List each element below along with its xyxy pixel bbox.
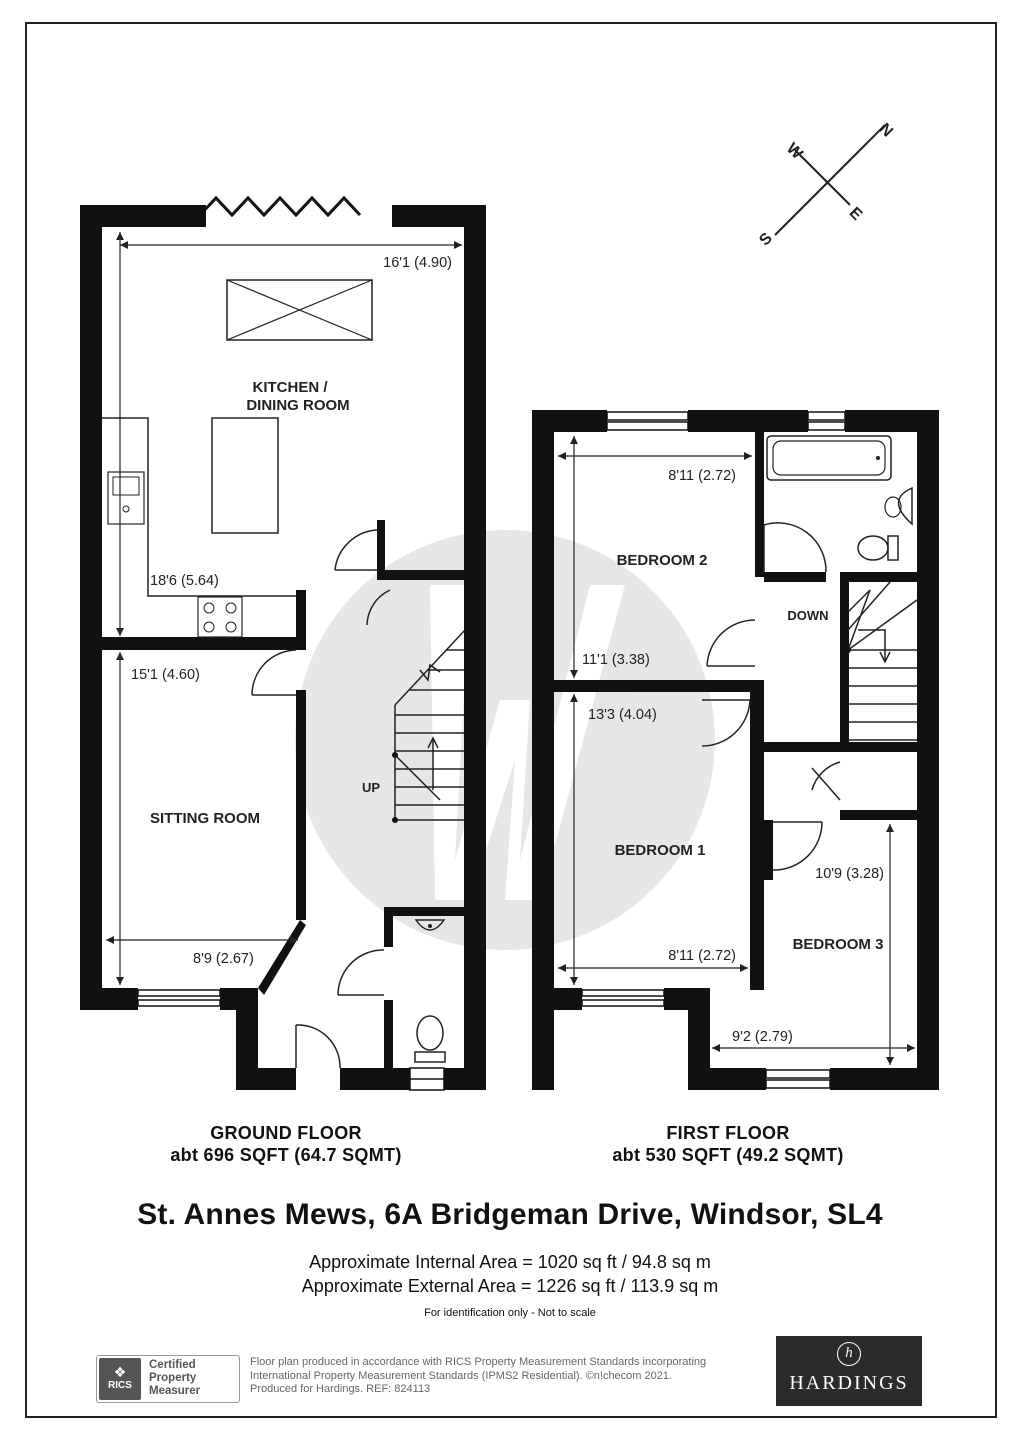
first-floor-walls (532, 410, 939, 1090)
first-floor-title: FIRST FLOOR (666, 1123, 790, 1143)
agent-monogram-icon: h (837, 1342, 861, 1366)
first-floor-plan: BEDROOM 2 BEDROOM 1 BEDROOM 3 8'11 (2.72… (532, 410, 939, 1090)
dim-bedroom-1-width: 8'11 (2.72) (668, 948, 736, 964)
dim-bedroom-3-length: 10'9 (3.28) (815, 866, 884, 882)
dim-bedroom-2-length: 11'1 (3.38) (582, 652, 650, 668)
compass: N E S W (756, 120, 895, 249)
ground-floor-walls (80, 205, 486, 1090)
compass-e-label: E (846, 204, 866, 224)
first-floor-dimension-lines (558, 436, 915, 1065)
dim-bedroom-2-width: 8'11 (2.72) (668, 468, 736, 484)
room-label-bedroom-1: BEDROOM 1 (615, 842, 706, 859)
legal-line-3: Produced for Hardings. REF: 824113 (250, 1383, 431, 1395)
room-label-bedroom-3: BEDROOM 3 (793, 936, 884, 953)
area-summary: Approximate Internal Area = 1020 sq ft /… (0, 1250, 1020, 1298)
internal-area: Approximate Internal Area = 1020 sq ft /… (309, 1252, 711, 1272)
dim-sitting-width: 8'9 (2.67) (193, 951, 254, 967)
rics-line-1: Certified (149, 1359, 196, 1371)
rics-line-2: Property (149, 1372, 197, 1384)
stairs-up-label: UP (362, 780, 380, 795)
room-label-bedroom-2: BEDROOM 2 (617, 552, 708, 569)
rics-emblem-icon: ❖ (113, 1364, 127, 1380)
rics-badge: ❖ RICS Certified Property Measurer (96, 1355, 240, 1403)
rics-line-3: Measurer (149, 1385, 201, 1397)
rics-logo: ❖ RICS (99, 1358, 141, 1400)
rics-logo-text: RICS (108, 1380, 132, 1391)
ground-floor-area: abt 696 SQFT (64.7 SQMT) (170, 1145, 402, 1165)
agent-name: HARDINGS (789, 1372, 909, 1394)
watermark-logo (295, 530, 715, 950)
first-floor-area: abt 530 SQFT (49.2 SQMT) (612, 1145, 844, 1165)
property-address: St. Annes Mews, 6A Bridgeman Drive, Wind… (137, 1198, 883, 1231)
ground-floor-plan: KITCHEN / DINING ROOM SITTING ROOM 16'1 … (80, 195, 486, 1091)
page-border (25, 22, 997, 1418)
agent-logo: h HARDINGS (776, 1336, 922, 1406)
dim-bedroom-1-length: 13'3 (4.04) (588, 707, 657, 723)
dim-kitchen-width: 16'1 (4.90) (383, 255, 452, 271)
compass-w-label: W (783, 140, 806, 163)
first-floor-caption: FIRST FLOOR abt 530 SQFT (49.2 SQMT) (578, 1122, 878, 1166)
legal-line-1: Floor plan produced in accordance with R… (250, 1356, 707, 1368)
stairs-down-label: DOWN (787, 608, 828, 623)
compass-n-label: N (876, 120, 896, 140)
compass-s-label: S (756, 230, 776, 250)
scale-disclaimer: For identification only - Not to scale (424, 1307, 596, 1319)
ground-floor-caption: GROUND FLOOR abt 696 SQFT (64.7 SQMT) (136, 1122, 436, 1166)
dim-bedroom-3-width: 9'2 (2.79) (732, 1029, 793, 1045)
legal-notice: Floor plan produced in accordance with R… (250, 1356, 770, 1397)
room-label-kitchen-line2: DINING ROOM (246, 397, 349, 414)
dim-sitting-length: 15'1 (4.60) (131, 667, 200, 683)
room-label-sitting-room: SITTING ROOM (150, 810, 260, 827)
room-label-kitchen-line1: KITCHEN / (253, 379, 329, 396)
ground-floor-dimension-lines (106, 232, 462, 985)
ground-floor-title: GROUND FLOOR (210, 1123, 362, 1143)
external-area: Approximate External Area = 1226 sq ft /… (301, 1276, 719, 1296)
dim-kitchen-length: 18'6 (5.64) (150, 573, 219, 589)
rics-certification-text: Certified Property Measurer (149, 1359, 200, 1398)
legal-line-2: International Property Measurement Stand… (250, 1369, 673, 1382)
